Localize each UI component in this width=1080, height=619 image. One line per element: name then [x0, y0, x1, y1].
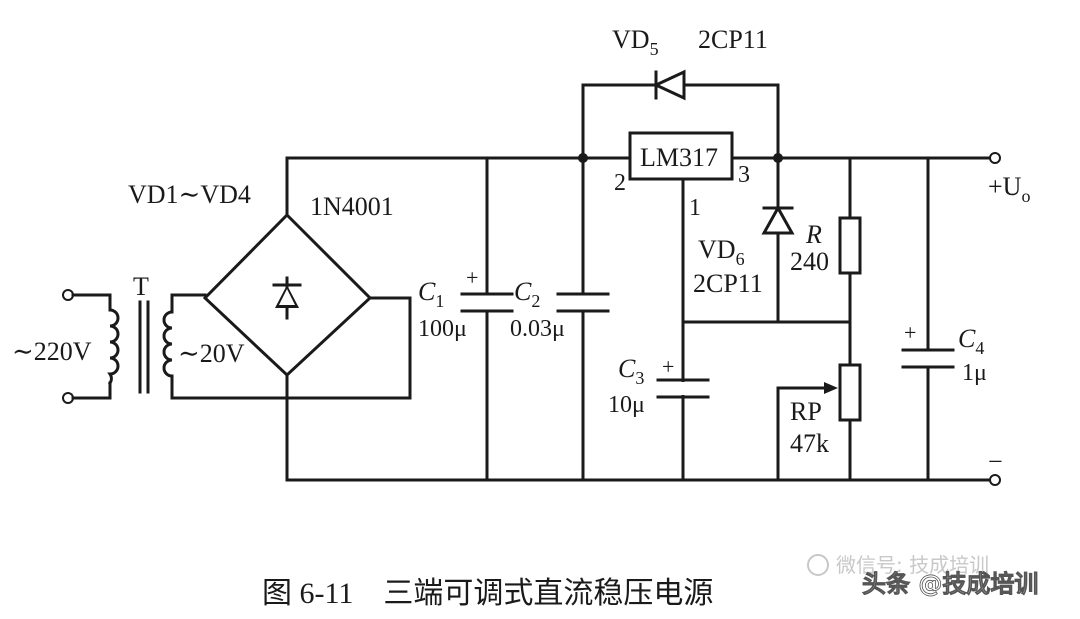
c1-plus: +	[466, 265, 478, 290]
svg-text:微信号: 技成培训: 微信号: 技成培训	[836, 553, 989, 577]
transformer	[62, 289, 412, 404]
resistor-r	[838, 156, 862, 367]
diode-vd5	[581, 69, 780, 160]
c1-value: 100μ	[418, 316, 467, 342]
regulator-label: LM317	[640, 143, 718, 172]
output-terminal-negative	[989, 474, 1001, 486]
bridge-part-label: 1N4001	[310, 192, 394, 221]
secondary-voltage-label: ∼20V	[178, 339, 245, 368]
pin1-label: 1	[689, 195, 701, 221]
ground-rail	[285, 373, 992, 482]
c4-plus: +	[904, 320, 916, 345]
secondary-coil	[162, 310, 174, 378]
figure-caption: 图 6-11 三端可调式直流稳压电源	[262, 577, 713, 610]
vd5-label: VD5	[612, 25, 659, 59]
wechat-watermark: 微信号: 技成培训	[807, 553, 989, 577]
capacitor-c4	[901, 156, 955, 482]
primary-coil	[107, 308, 120, 386]
junction-dot	[578, 153, 588, 163]
vd6-part: 2CP11	[693, 269, 763, 298]
output-negative-label: −	[988, 447, 1003, 476]
c3-plus: +	[662, 354, 674, 379]
output-positive-label: +Uo	[988, 172, 1030, 206]
vd6-label: VD6	[698, 235, 745, 269]
rp-label: RP	[790, 397, 822, 426]
diode-vd6	[761, 156, 795, 324]
primary-voltage-label: ∼220V	[12, 337, 92, 366]
toutiao-watermark: 头条 @技成培训	[862, 570, 1039, 599]
r-label: R	[805, 220, 822, 249]
output-terminal-positive	[989, 152, 1001, 164]
capacitor-c3	[656, 378, 710, 399]
c1-label: C1	[418, 277, 444, 311]
c2-value: 0.03μ	[510, 316, 565, 342]
capacitor-c2	[556, 156, 610, 482]
c4-label: C4	[958, 324, 984, 358]
pin2-label: 2	[614, 170, 626, 196]
r-value: 240	[790, 247, 829, 276]
vd5-part: 2CP11	[698, 25, 768, 54]
c3-value: 10μ	[608, 392, 645, 418]
c3-label: C3	[618, 354, 644, 388]
rp-value: 47k	[790, 429, 829, 458]
wechat-icon	[807, 554, 829, 576]
c2-label: C2	[514, 277, 540, 311]
transformer-label: T	[133, 272, 149, 301]
potentiometer-rp	[776, 363, 862, 482]
bridge-diodes-label: VD1∼VD4	[128, 180, 251, 209]
c4-value: 1μ	[962, 360, 987, 386]
svg-text:头条 @技成培训: 头条 @技成培训	[862, 570, 1038, 598]
capacitor-c1	[460, 156, 514, 482]
junction-dot	[773, 153, 783, 163]
positive-rail	[285, 156, 632, 217]
pin3-label: 3	[738, 162, 750, 188]
lm317-regulator	[628, 131, 734, 181]
